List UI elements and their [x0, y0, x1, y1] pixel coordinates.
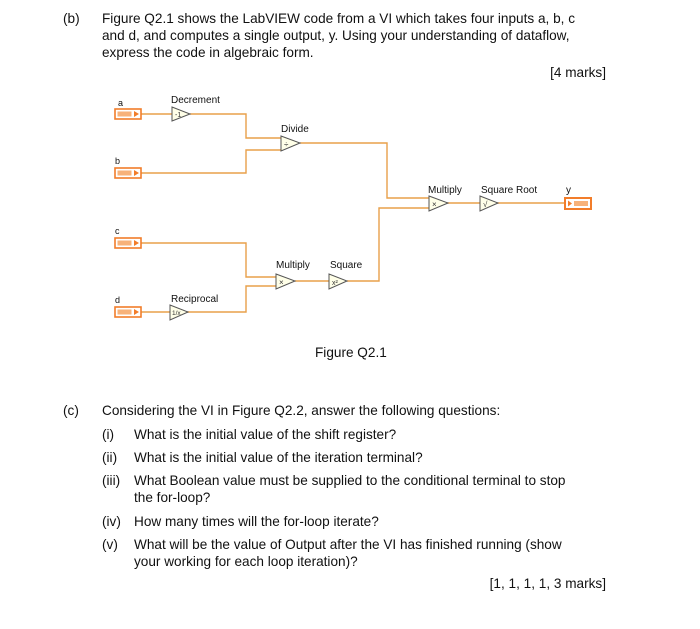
- sub-question-3-text: What Boolean value must be supplied to t…: [134, 472, 565, 506]
- wires: [141, 113, 566, 313]
- square-node: Square x²: [328, 260, 363, 290]
- multiply-top-node: Multiply ×: [428, 185, 462, 212]
- output-y-label: y: [566, 185, 571, 196]
- multiply-bottom-node: Multiply ×: [275, 260, 310, 290]
- sub-question-1-text: What is the initial value of the shift r…: [134, 427, 397, 442]
- divide-label: Divide: [281, 124, 309, 135]
- square-root-label: Square Root: [481, 185, 537, 196]
- question-b-marks: [4 marks]: [550, 65, 606, 80]
- decrement-node: Decrement -1: [171, 95, 220, 122]
- labview-block-diagram: a b c d Decrement -1 Divide ÷ Multiply ×…: [114, 95, 592, 321]
- input-a-label: a: [118, 98, 123, 108]
- sub-question-4-num: (iv): [102, 514, 121, 529]
- input-d-label: d: [115, 295, 120, 305]
- divide-icon: ÷: [284, 140, 289, 149]
- decrement-label: Decrement: [171, 95, 220, 106]
- multiply-bottom-label: Multiply: [276, 260, 310, 271]
- input-d: d: [114, 295, 142, 318]
- input-a: a: [114, 98, 142, 120]
- figure-caption: Figure Q2.1: [315, 345, 387, 360]
- decrement-icon: -1: [175, 112, 181, 119]
- question-c-marks: [1, 1, 1, 1, 3 marks]: [489, 576, 606, 591]
- sub-question-3-line-1: What Boolean value must be supplied to t…: [134, 473, 566, 488]
- reciprocal-label: Reciprocal: [171, 294, 218, 305]
- input-c: c: [114, 226, 142, 249]
- sub-question-3-line-2: the for-loop?: [134, 490, 211, 505]
- question-b-line-2: and d, and computes a single output, y. …: [102, 28, 570, 43]
- question-b-label: (b): [63, 11, 80, 26]
- sub-question-5-text: What will be the value of Output after t…: [134, 536, 562, 570]
- question-c-label: (c): [63, 403, 79, 418]
- output-y: y: [564, 185, 592, 210]
- sub-question-2-num: (ii): [102, 450, 118, 465]
- square-label: Square: [330, 260, 363, 271]
- question-b-line-1: Figure Q2.1 shows the LabVIEW code from …: [102, 11, 575, 26]
- sub-question-5-num: (v): [102, 537, 118, 552]
- input-b: b: [114, 156, 142, 179]
- reciprocal-icon: 1/x: [172, 310, 181, 317]
- multiply-bottom-icon: ×: [279, 278, 284, 287]
- question-b-text: Figure Q2.1 shows the LabVIEW code from …: [102, 10, 662, 61]
- sub-question-1-num: (i): [102, 427, 115, 442]
- square-icon: x²: [332, 280, 339, 287]
- sub-question-2-text: What is the initial value of the iterati…: [134, 450, 423, 465]
- sub-question-5-line-1: What will be the value of Output after t…: [134, 537, 562, 552]
- multiply-top-label: Multiply: [428, 185, 462, 196]
- square-root-icon: √: [483, 200, 488, 209]
- sub-question-3-num: (iii): [102, 473, 121, 488]
- divide-node: Divide ÷: [280, 124, 309, 152]
- question-b-line-3: express the code in algebraic form.: [102, 45, 314, 60]
- question-c-intro: Considering the VI in Figure Q2.2, answe…: [102, 403, 501, 418]
- multiply-top-icon: ×: [432, 200, 437, 209]
- input-b-label: b: [115, 156, 120, 166]
- input-c-label: c: [115, 226, 120, 236]
- reciprocal-node: Reciprocal 1/x: [169, 294, 218, 321]
- sub-question-4-text: How many times will the for-loop iterate…: [134, 514, 379, 529]
- sub-question-5-line-2: your working for each loop iteration)?: [134, 554, 358, 569]
- square-root-node: Square Root √: [479, 185, 537, 212]
